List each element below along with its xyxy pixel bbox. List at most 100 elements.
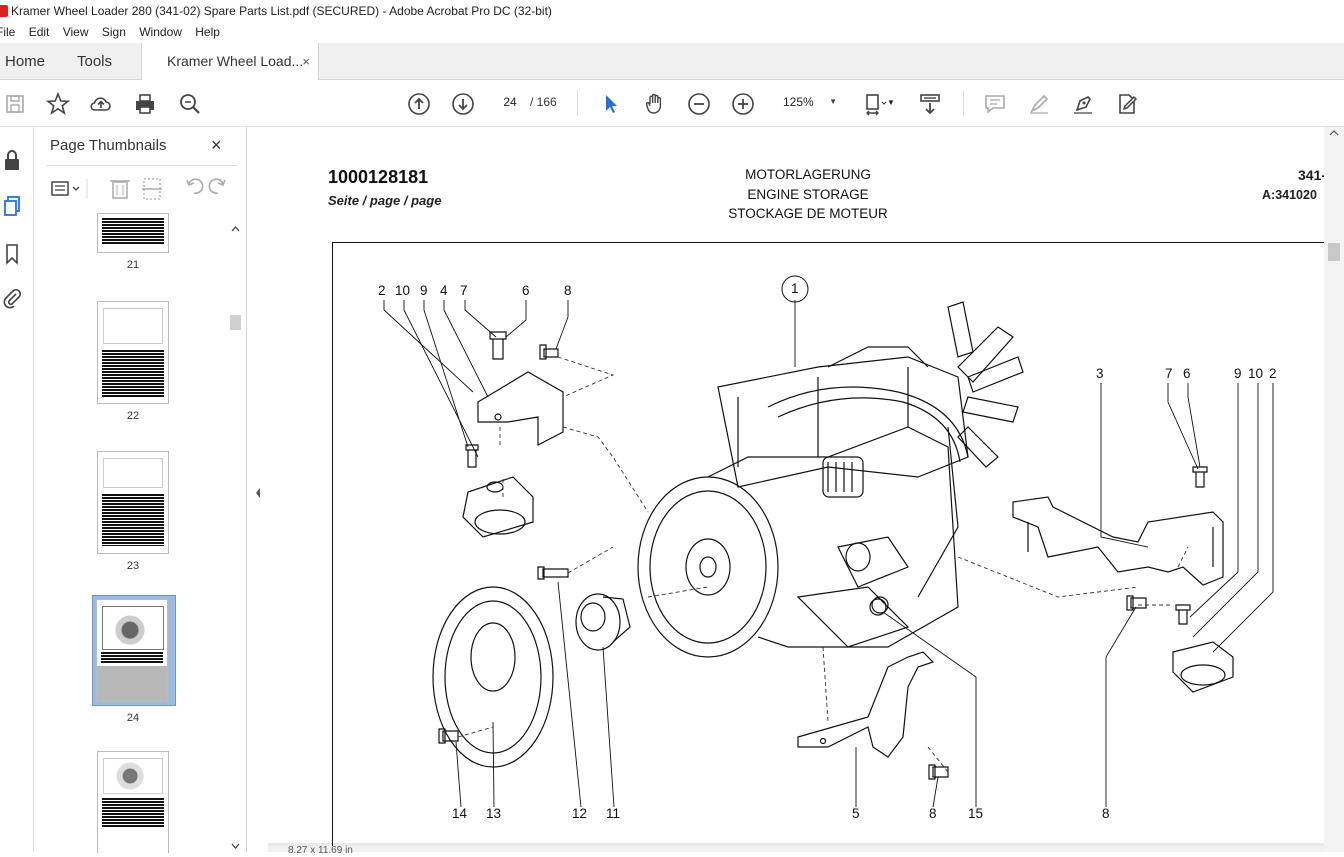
callout: 9 [420, 283, 428, 298]
sign-pen-icon[interactable] [1071, 92, 1095, 116]
title-en: ENGINE STORAGE [747, 186, 869, 202]
lock-icon[interactable] [2, 149, 22, 171]
drawing-frame [332, 242, 1324, 852]
tab-home[interactable]: Home [5, 53, 46, 70]
previous-page-icon[interactable] [407, 92, 431, 116]
acrobat-icon [0, 5, 8, 17]
toolbar-separator [963, 90, 964, 116]
close-icon[interactable]: × [211, 135, 222, 155]
thumbnail-selection [92, 595, 176, 706]
document-scrollbar[interactable] [1324, 127, 1344, 852]
comment-icon[interactable] [983, 92, 1007, 116]
callout: 14 [452, 806, 468, 821]
thumbnail-list: 21 22 23 24 [35, 213, 230, 853]
thumbnail-image [97, 213, 169, 253]
edit-document-icon[interactable] [1115, 92, 1139, 116]
chevron-down-icon: ▼ [829, 97, 837, 106]
rotate-ccw-icon[interactable] [186, 178, 204, 194]
callout: 10 [1248, 366, 1264, 381]
hand-tool-icon[interactable] [643, 92, 667, 116]
zoom-in-icon[interactable] [731, 92, 755, 116]
highlight-pen-icon[interactable] [1027, 92, 1051, 116]
menu-bar: File Edit View Sign Window Help [0, 22, 1344, 43]
select-cursor-icon[interactable] [599, 92, 623, 116]
zoom-value: 125% [783, 95, 814, 109]
menu-edit[interactable]: Edit [28, 25, 50, 39]
callout: 2 [378, 283, 386, 298]
panel-collapse-handle[interactable] [248, 127, 268, 852]
thumbnail-image [97, 301, 169, 404]
bookmark-star-icon[interactable] [46, 92, 70, 116]
callout: 15 [968, 806, 984, 821]
upload-cloud-icon[interactable] [89, 92, 113, 116]
page-number-input[interactable]: 24 [503, 95, 517, 109]
thumbnail-25[interactable] [97, 751, 169, 853]
tab-document[interactable]: Kramer Wheel Load... × [141, 43, 319, 81]
save-icon[interactable] [3, 92, 27, 116]
callout: 4 [440, 283, 448, 298]
tab-bar: Home Tools Kramer Wheel Load... × [0, 43, 1344, 81]
left-rail [0, 127, 34, 852]
callout: 11 [606, 806, 621, 821]
callout: 1 [791, 281, 799, 296]
print-icon[interactable] [133, 92, 157, 116]
zoom-select[interactable]: 125% ▼ [773, 90, 839, 114]
thumbnail-label: 23 [126, 560, 140, 572]
tab-document-label: Kramer Wheel Load... [167, 53, 304, 69]
menu-help[interactable]: Help [195, 25, 220, 39]
thumbnail-label: 24 [126, 712, 140, 724]
callout: 6 [1183, 366, 1191, 381]
thumbnail-22[interactable]: 22 [97, 301, 169, 422]
search-icon[interactable] [178, 92, 202, 116]
document-view[interactable]: 1000128181 Seite / page / page MOTORLAGE… [268, 127, 1324, 852]
thumbnail-24[interactable]: 24 [92, 595, 176, 724]
callout: 8 [929, 806, 937, 821]
engine-exploded-diagram [383, 275, 1274, 808]
thumbnail-toolbar [47, 175, 247, 203]
page-label: Seite / page / page [328, 193, 442, 208]
rotate-cw-icon[interactable] [208, 178, 226, 194]
part-number: 1000128181 [328, 167, 429, 187]
thumbnail-label: 21 [126, 259, 140, 271]
window-title: Kramer Wheel Loader 280 (341-02) Spare P… [11, 4, 552, 18]
horizontal-scrollbar[interactable] [268, 846, 1324, 852]
callout: 8 [564, 283, 572, 298]
callout: 2 [1269, 366, 1277, 381]
tab-close-icon[interactable]: × [302, 54, 310, 69]
fit-page-icon[interactable] [863, 92, 887, 116]
delete-icon[interactable] [110, 180, 130, 199]
callout: 7 [460, 283, 468, 298]
menu-window[interactable]: Window [139, 25, 182, 39]
title-bar: Kramer Wheel Loader 280 (341-02) Spare P… [0, 0, 1344, 22]
group-number: 341- [1298, 167, 1324, 183]
thumbnail-21[interactable]: 21 [97, 213, 169, 271]
thumbnail-image [97, 751, 169, 853]
thumbnail-scrollbar[interactable] [229, 222, 242, 852]
chevron-down-icon[interactable]: ▼ [887, 97, 895, 107]
scroll-mode-icon[interactable] [918, 92, 942, 116]
menu-view[interactable]: View [62, 25, 89, 39]
divider [47, 165, 237, 166]
zoom-out-icon[interactable] [687, 92, 711, 116]
pdf-page: 1000128181 Seite / page / page MOTORLAGE… [268, 127, 1324, 852]
tab-tools[interactable]: Tools [77, 53, 113, 70]
page-size: 8.27 x 11.69 in [288, 845, 353, 856]
menu-sign[interactable]: Sign [101, 25, 126, 39]
thumbnail-image [96, 599, 168, 702]
panel-title: Page Thumbnails [50, 137, 167, 154]
callout: 3 [1096, 366, 1104, 381]
extract-icon[interactable] [142, 178, 162, 200]
page-thumbnails-icon[interactable] [2, 195, 22, 217]
options-menu-icon[interactable] [51, 181, 80, 196]
callout: 9 [1234, 366, 1242, 381]
drawing-number: A:341020 [1262, 188, 1317, 202]
page-title-block: MOTORLAGERUNG ENGINE STORAGE STOCKAGE DE… [698, 165, 918, 224]
bookmarks-icon[interactable] [2, 243, 22, 265]
callout: 10 [395, 283, 411, 298]
title-fr: STOCKAGE DE MOTEUR [728, 206, 888, 221]
thumbnail-23[interactable]: 23 [97, 451, 169, 572]
attachments-icon[interactable] [2, 287, 22, 309]
next-page-icon[interactable] [451, 92, 475, 116]
toolbar [0, 80, 1344, 127]
menu-file[interactable]: File [0, 25, 16, 39]
